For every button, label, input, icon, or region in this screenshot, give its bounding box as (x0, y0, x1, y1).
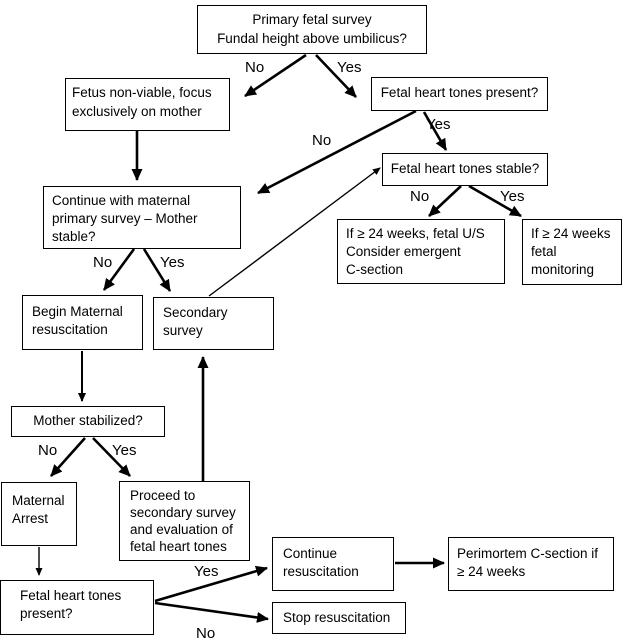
edge-label-fht-stable-yes: Yes (500, 188, 525, 205)
edge-fht2-yes (154, 565, 268, 603)
node-continue-maternal-survey: Continue with maternal primary survey – … (43, 186, 241, 249)
node-secondary-survey: Secondary survey (153, 297, 274, 350)
node-fetal-heart-tones-stable: Fetal heart tones stable? (382, 153, 548, 186)
edge-label-fht-arrest-yes: Yes (194, 563, 219, 580)
node-primary-fetal-survey: Primary fetal survey Fundal height above… (197, 5, 427, 54)
edge-fht2-no (154, 601, 269, 623)
edge-fhtstable-no (428, 185, 462, 217)
edge-fhtstable-yes (468, 184, 522, 218)
node-fetal-heart-tones-present-arrest: Fetal heart tones present? (0, 580, 154, 635)
edge-label-mother-stable-no: No (93, 254, 113, 271)
edge-primary-yes (315, 54, 357, 98)
node-stop-resuscitation: Stop resuscitation (272, 602, 406, 634)
edge-label-fht-stable-no: No (410, 188, 430, 205)
edge-secondary-to-fhtstable (208, 167, 381, 297)
node-continue-resuscitation: Continue resuscitation (272, 537, 394, 591)
node-maternal-arrest: Maternal Arrest (1, 482, 77, 546)
edge-primary-no (244, 53, 307, 98)
edge-fhtpresent-yes (422, 111, 448, 151)
edge-label-mother-stable-yes: Yes (160, 254, 185, 271)
node-fetal-heart-tones-present: Fetal heart tones present? (371, 77, 548, 111)
edge-label-fht-present-no: No (312, 132, 332, 149)
node-proceed-secondary-survey: Proceed to secondary survey and evaluati… (119, 481, 250, 561)
node-perimortem-csection: Perimortem C-section if ≥ 24 weeks (448, 537, 614, 591)
node-fetus-non-viable: Fetus non-viable, focus exclusively on m… (65, 78, 230, 131)
node-begin-maternal-resuscitation: Begin Maternal resuscitation (22, 295, 143, 350)
edge-contmaternal-yes (142, 248, 172, 292)
node-mother-stabilized: Mother stabilized? (11, 406, 165, 437)
edge-fhtpresent-no (257, 109, 417, 195)
node-fetal-monitoring: If ≥ 24 weeks fetal monitoring (522, 219, 622, 285)
edge-label-mother-stabilized-no: No (38, 442, 58, 459)
edge-label-primary-no: No (245, 59, 265, 76)
edge-label-primary-yes: Yes (337, 59, 362, 76)
edge-label-mother-stabilized-yes: Yes (112, 442, 137, 459)
edge-motherstab-no (50, 437, 86, 477)
edge-label-fht-present-yes: Yes (426, 116, 451, 133)
edge-motherstab-yes (92, 437, 131, 477)
node-fetal-us-consider-csection: If ≥ 24 weeks, fetal U/S Consider emerge… (337, 219, 505, 284)
edge-contmaternal-no (102, 248, 136, 291)
edge-label-fht-arrest-no: No (196, 625, 216, 642)
